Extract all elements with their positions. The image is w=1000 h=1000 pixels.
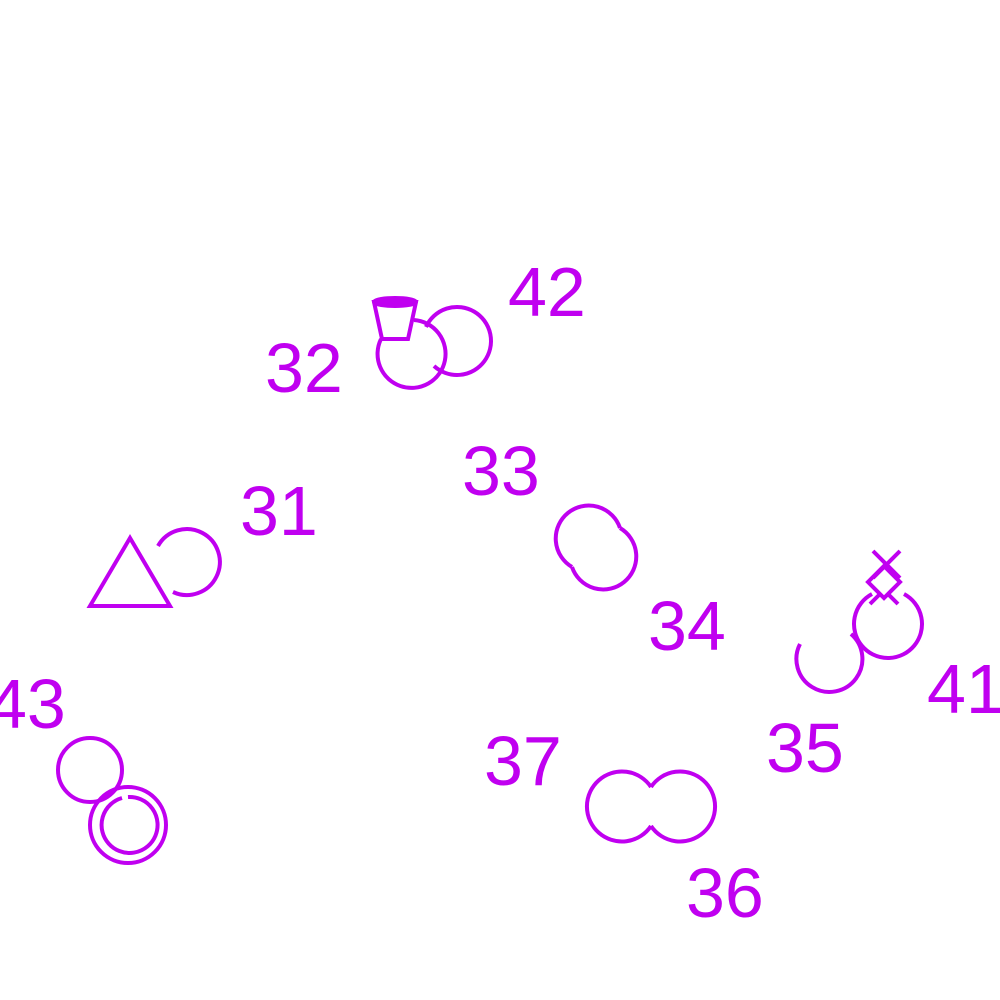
circle-icon xyxy=(553,503,622,569)
station-43-label: 43 xyxy=(0,665,66,743)
station-42-label: 42 xyxy=(508,253,586,331)
station-41-label: 41 xyxy=(927,650,1000,728)
station-41[interactable]: 41 xyxy=(852,549,1000,728)
cup-rim-icon xyxy=(372,296,418,308)
cross-lower-stroke-icon xyxy=(886,592,900,606)
station-33[interactable]: 33 xyxy=(462,432,622,569)
station-43[interactable]: 43 xyxy=(0,665,168,865)
station-31[interactable]: 31 xyxy=(86,472,318,608)
station-37[interactable]: 37 xyxy=(484,722,653,844)
circle-icon xyxy=(570,526,639,592)
circle-icon xyxy=(375,318,448,390)
station-35-label: 35 xyxy=(766,709,844,787)
station-42[interactable]: 42 xyxy=(424,253,586,377)
station-36-label: 36 xyxy=(686,854,764,932)
cross-stroke-icon xyxy=(871,549,902,580)
station-34[interactable]: 34 xyxy=(570,526,726,665)
circle-icon xyxy=(56,736,124,804)
triangle-icon xyxy=(86,534,174,608)
broken-circle-icon xyxy=(794,632,865,694)
broken-circle-icon xyxy=(852,592,924,660)
cross-lower-icon xyxy=(868,592,882,606)
broken-circle-icon xyxy=(156,527,222,598)
station-31-label: 31 xyxy=(240,472,318,550)
station-37-label: 37 xyxy=(484,722,562,800)
station-34-label: 34 xyxy=(648,587,726,665)
double-circle-inner-icon xyxy=(99,794,160,855)
circle-icon xyxy=(424,304,493,377)
station-35[interactable]: 35 xyxy=(766,632,865,787)
station-32-label: 32 xyxy=(265,329,343,407)
station-32[interactable]: 32 xyxy=(265,296,448,407)
circle-icon xyxy=(649,769,717,844)
circle-icon xyxy=(585,769,653,844)
station-33-label: 33 xyxy=(462,432,540,510)
station-36[interactable]: 36 xyxy=(649,769,764,933)
double-circle-outer-icon xyxy=(88,785,168,865)
cup-icon xyxy=(371,300,419,341)
